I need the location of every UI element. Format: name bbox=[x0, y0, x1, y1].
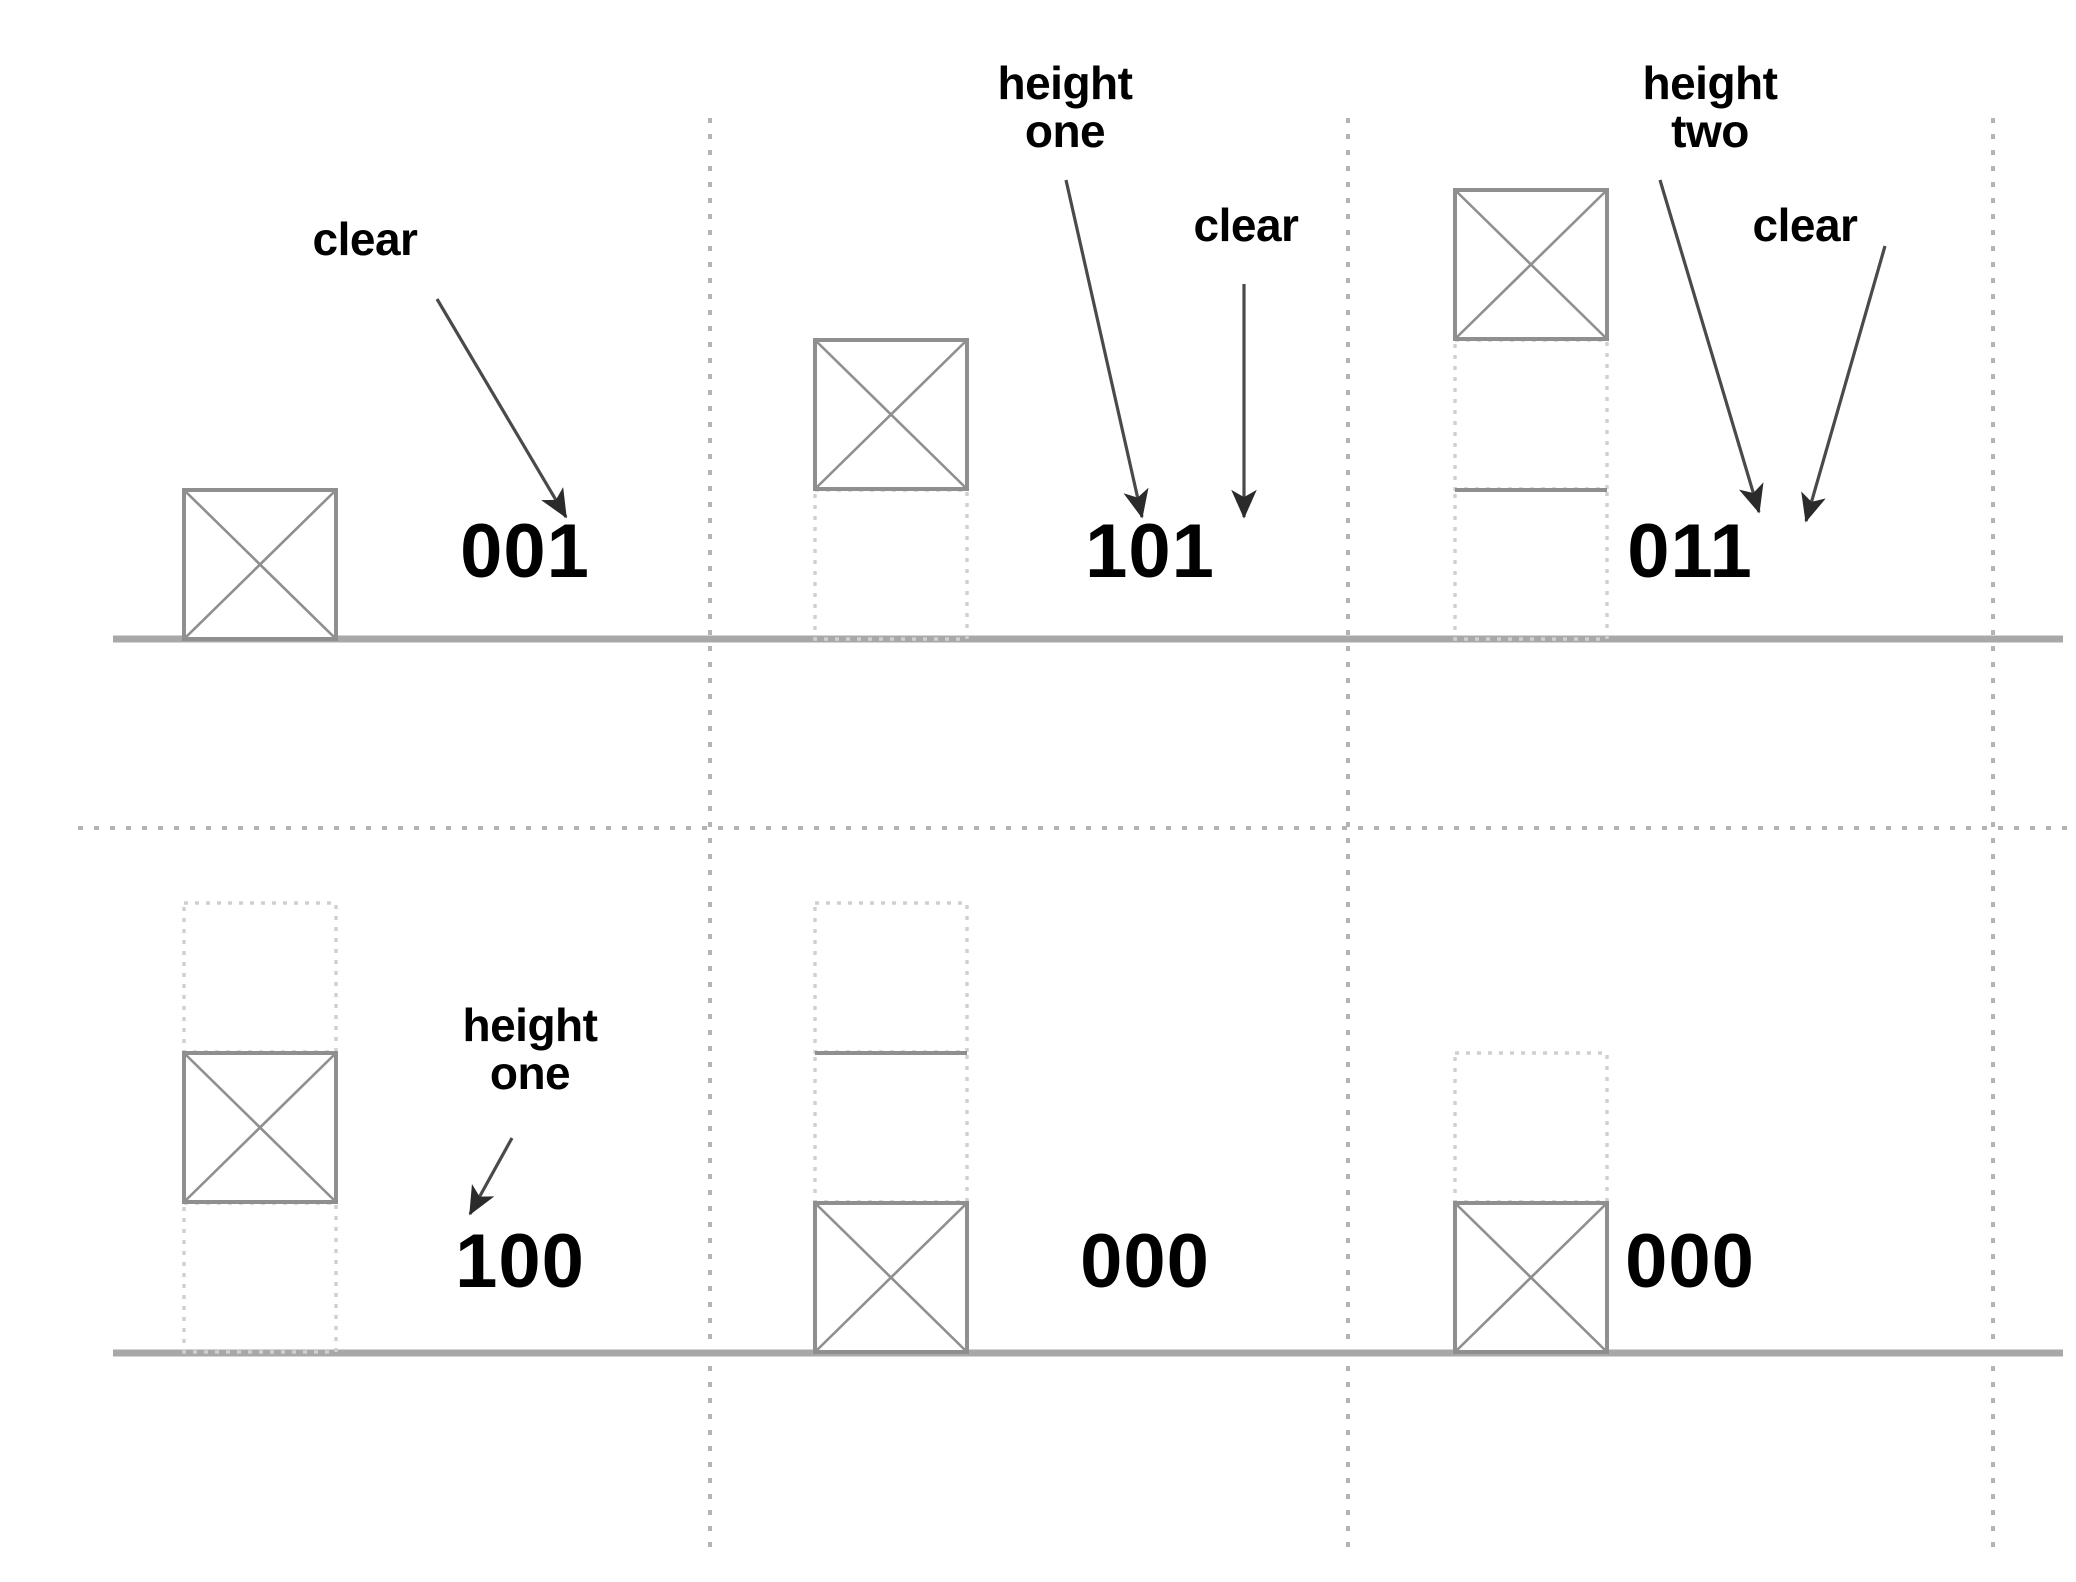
annotation-line-1: height bbox=[997, 57, 1133, 109]
panel-2-stack bbox=[813, 338, 969, 641]
block-diagonal-b bbox=[183, 1052, 337, 1203]
annotation-line-2: one bbox=[1024, 104, 1106, 157]
ghost-cell-bottom bbox=[182, 1201, 338, 1354]
block-diagonal-b bbox=[1454, 189, 1608, 340]
block-diagonal-b bbox=[814, 339, 968, 490]
ghost-cell-middle bbox=[813, 1051, 969, 1204]
panel-3-stack bbox=[1453, 188, 1609, 641]
annotation-label-clear-panel-3: clear bbox=[1752, 199, 1858, 251]
panel-divider-group bbox=[78, 118, 2076, 1556]
annotation-arrow-clear-panel-1 bbox=[435, 298, 568, 519]
panel-4-stack bbox=[182, 901, 338, 1354]
code-label-panel-3: 011 bbox=[1627, 509, 1753, 594]
code-label-panel-1: 001 bbox=[460, 509, 590, 594]
annotation-arrow-height-two-panel-3 bbox=[1658, 179, 1764, 514]
code-label-panel-5: 000 bbox=[1080, 1219, 1210, 1304]
panel-1-stack bbox=[182, 488, 338, 641]
ghost-cell-top bbox=[1453, 1051, 1609, 1204]
block-diagonal-b bbox=[183, 489, 337, 640]
block-diagonal-b bbox=[814, 1202, 968, 1353]
annotation-line-2: two bbox=[1671, 104, 1749, 157]
ghost-cell bbox=[813, 488, 969, 641]
panel-5-stack bbox=[813, 901, 969, 1354]
panel-6-stack bbox=[1453, 1051, 1609, 1354]
annotation-line-1: height bbox=[462, 999, 598, 1051]
annotation-arrow-height-one-panel-4 bbox=[468, 1137, 514, 1216]
annotation-line-2: one bbox=[489, 1046, 571, 1099]
annotation-line-1: height bbox=[1642, 57, 1778, 109]
ghost-cell-upper bbox=[1453, 338, 1609, 491]
annotation-label-clear-panel-2: clear bbox=[1193, 199, 1299, 251]
block-diagonal-b bbox=[1454, 1202, 1608, 1353]
ghost-cell-top bbox=[182, 901, 338, 1054]
annotation-label-clear-panel-1: clear bbox=[312, 213, 418, 265]
code-label-panel-6: 000 bbox=[1625, 1219, 1755, 1304]
ghost-cell-top bbox=[813, 901, 969, 1054]
annotation-arrow-height-one-panel-2 bbox=[1064, 179, 1149, 519]
code-label-panel-2: 101 bbox=[1085, 509, 1215, 594]
ghost-cell-lower bbox=[1453, 488, 1609, 641]
annotation-arrow-clear-panel-3 bbox=[1801, 245, 1887, 523]
code-label-panel-4: 100 bbox=[455, 1219, 585, 1304]
